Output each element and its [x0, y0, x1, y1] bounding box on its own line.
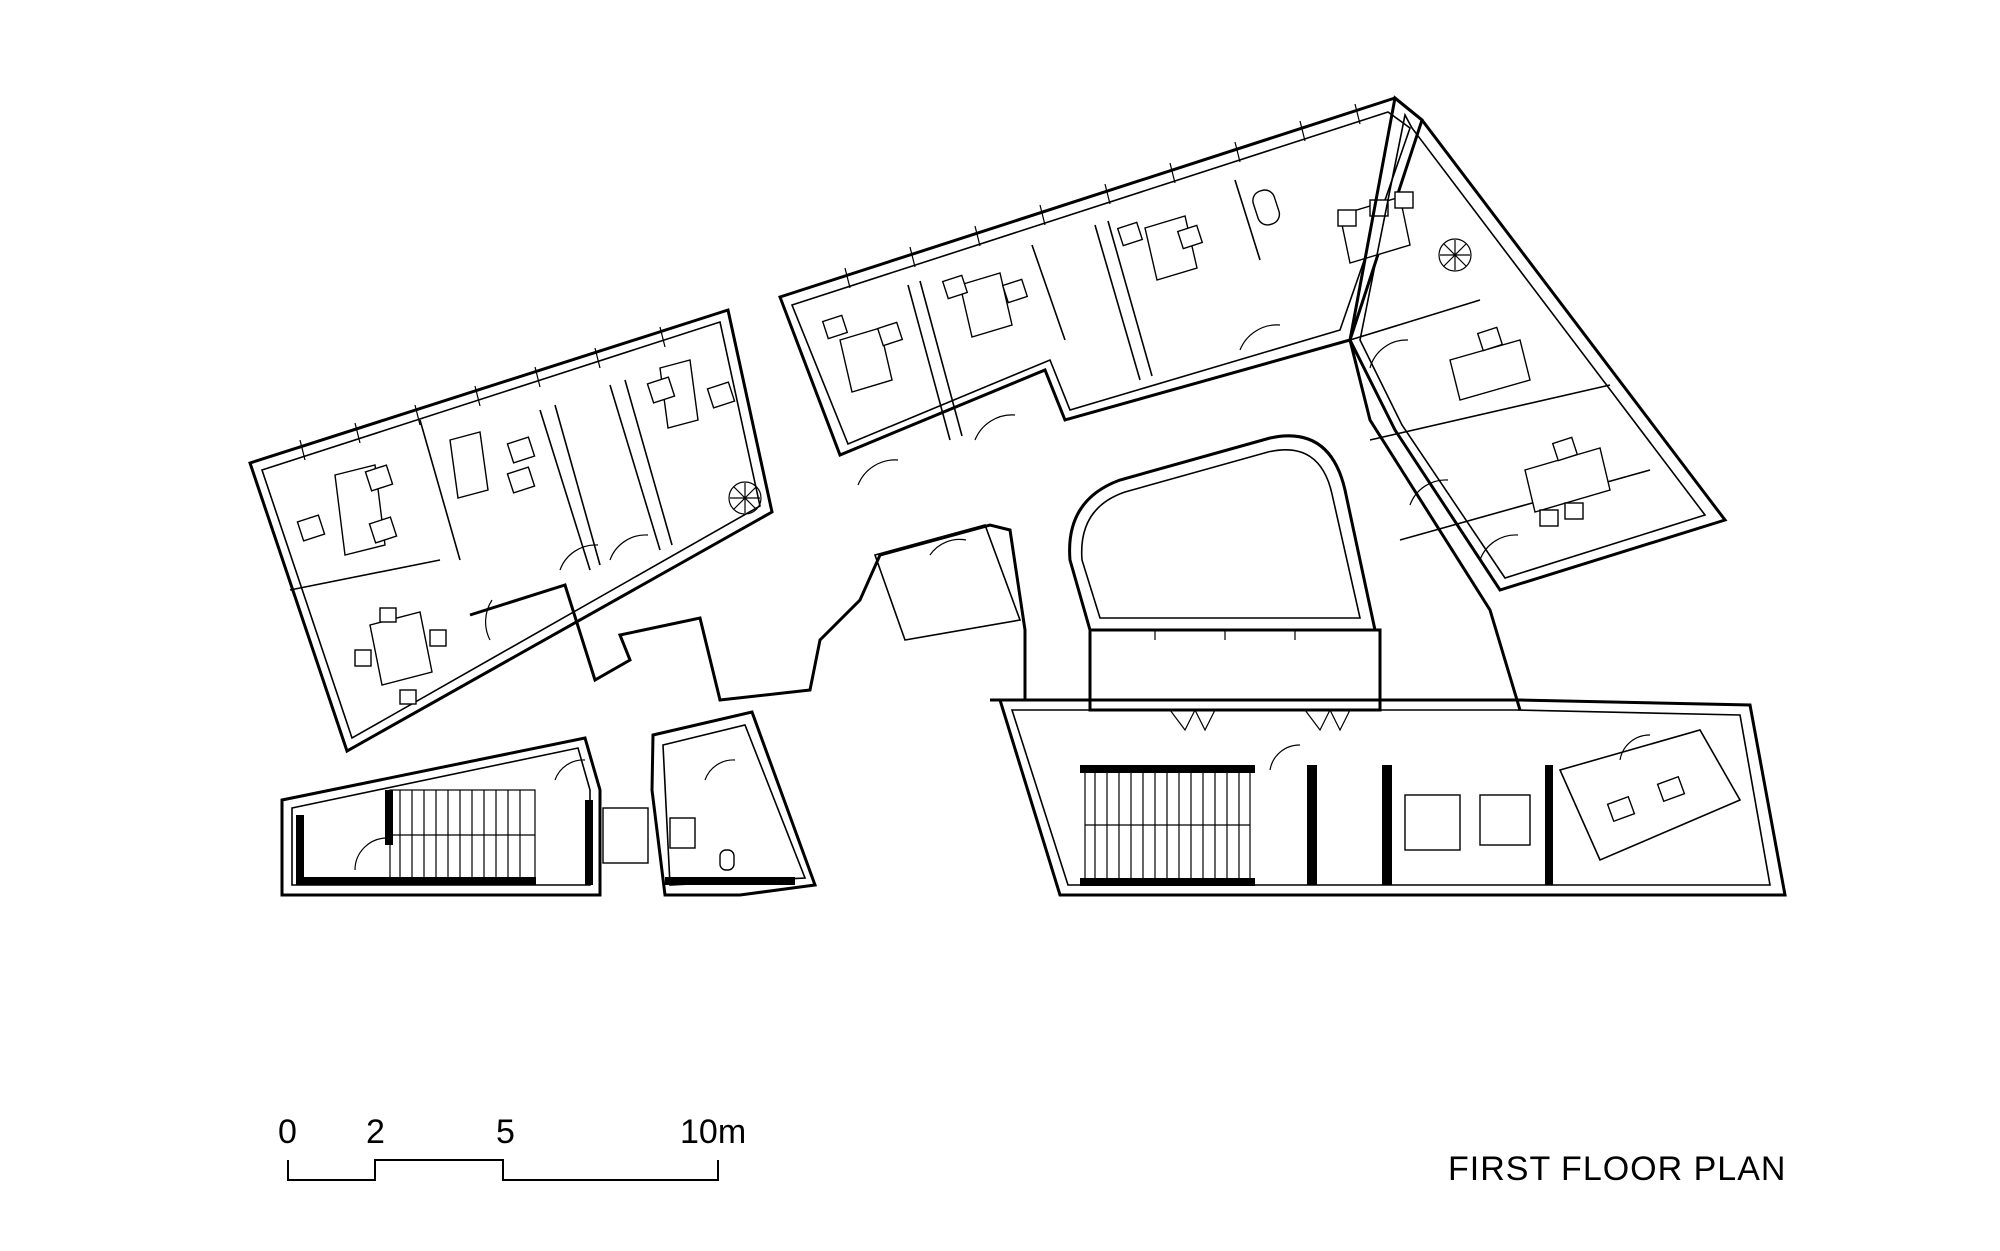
east-core-room — [1558, 729, 1742, 862]
north-wing-furniture — [821, 189, 1472, 393]
wc-cubicle — [602, 807, 649, 864]
north-office-wing — [778, 96, 1472, 486]
central-corridor — [469, 339, 1522, 732]
west-stair — [389, 789, 536, 881]
scale-label-5: 5 — [496, 1113, 515, 1151]
west-wing-furniture — [296, 359, 762, 705]
atrium-void — [1068, 434, 1377, 632]
meeting-table — [369, 611, 433, 686]
east-stair — [1084, 769, 1251, 881]
east-service-core — [997, 698, 1787, 897]
scale-label-2: 2 — [366, 1113, 385, 1151]
scale-bar: 0 2 5 10m — [278, 1113, 746, 1181]
folding-door — [1304, 708, 1351, 732]
toilet-symbol — [719, 849, 735, 871]
plant-symbol — [728, 481, 762, 515]
scale-label-10m: 10m — [680, 1113, 746, 1151]
corridor-side-room — [873, 524, 1022, 641]
lift-1 — [1404, 794, 1461, 851]
lift-2 — [1479, 794, 1531, 846]
east-office-wing — [1348, 95, 1728, 592]
plan-title: FIRST FLOOR PLAN — [1448, 1150, 1786, 1188]
atrium-balcony — [1088, 628, 1382, 712]
north-wing-window-mullions — [844, 103, 1361, 289]
folding-door — [1169, 708, 1216, 732]
west-wing-window-mullions — [299, 326, 666, 461]
plant-symbol — [1438, 238, 1472, 272]
west-service-core — [280, 710, 818, 897]
west-office-wing — [248, 308, 774, 754]
scale-label-0: 0 — [278, 1113, 297, 1151]
east-wing-furniture — [1449, 326, 1611, 527]
